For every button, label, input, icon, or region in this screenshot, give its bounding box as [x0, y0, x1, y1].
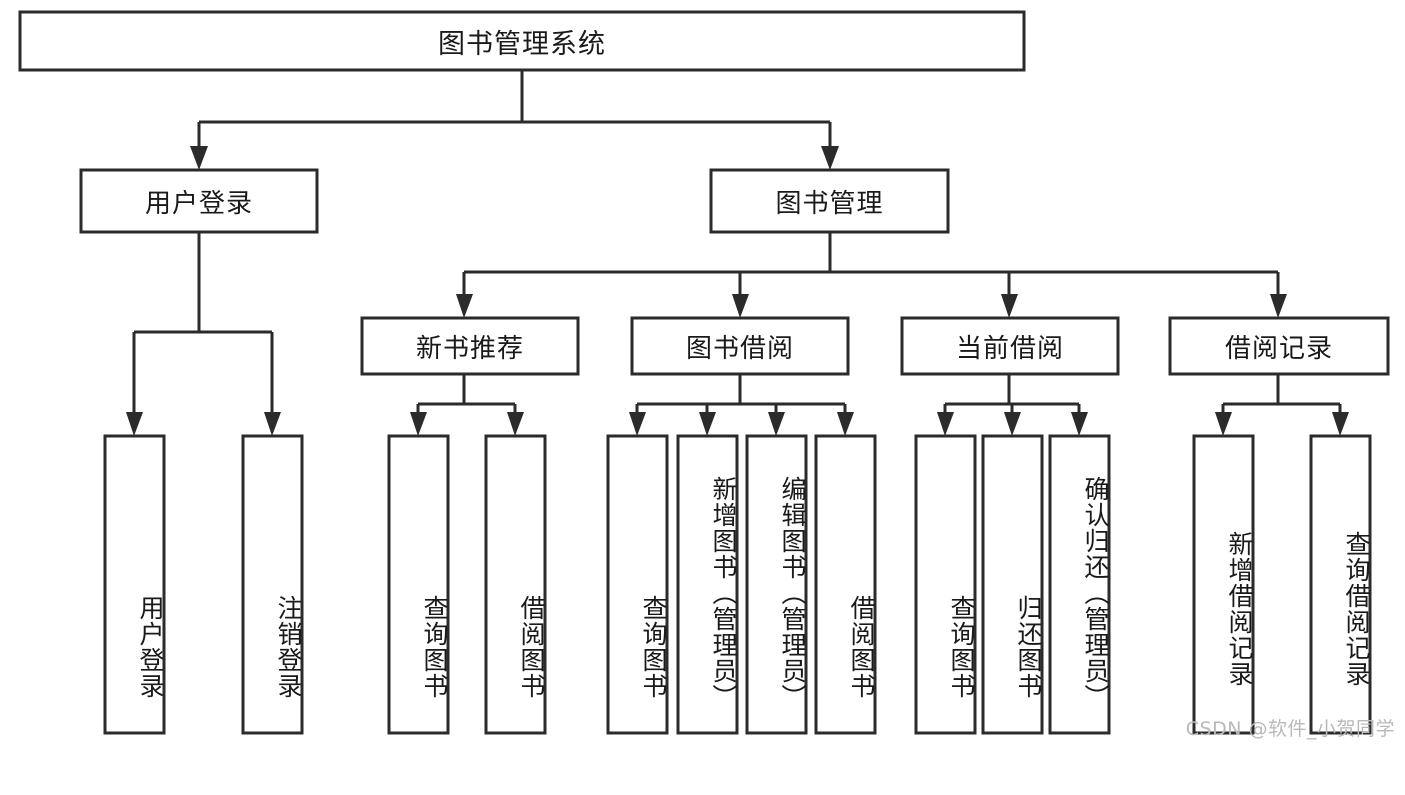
node-box-leaf-cb-2[interactable] — [981, 434, 1044, 735]
node-box-leaf-bb-1[interactable] — [606, 434, 669, 735]
connector-group-currentborrow-to-leaves — [937, 374, 1088, 436]
connector-group-borrowrecord-to-leaves — [1215, 374, 1349, 436]
node-box-leaf-cb-1[interactable] — [914, 434, 977, 735]
node-box-book-borrow[interactable] — [630, 316, 850, 376]
arrow-head-cb-2 — [1004, 412, 1021, 436]
connector-group-newbook-to-leaves — [410, 374, 524, 436]
node-box-leaf-nb-1[interactable] — [387, 434, 450, 735]
arrow-head-ul-2 — [264, 412, 281, 436]
connector-group-bookborrow-to-leaves — [629, 374, 854, 436]
node-box-current-borrow[interactable] — [900, 316, 1120, 376]
node-box-new-book-recommend[interactable] — [360, 316, 580, 376]
node-box-leaf-ul-2[interactable] — [241, 434, 304, 735]
node-box-root[interactable] — [18, 10, 1026, 72]
node-box-leaf-bb-4[interactable] — [814, 434, 877, 735]
arrow-head-bb-4 — [837, 412, 854, 436]
arrow-head-nb-1 — [410, 412, 427, 436]
node-box-leaf-br-2[interactable] — [1309, 434, 1372, 735]
arrow-head-user-login — [190, 146, 208, 170]
arrow-head-l3-2 — [732, 294, 749, 318]
arrow-head-cb-3 — [1071, 412, 1088, 436]
arrow-head-br-2 — [1332, 412, 1349, 436]
arrow-head-bb-1 — [629, 412, 646, 436]
connector-group-root-to-level2 — [190, 70, 839, 170]
node-box-leaf-bb-3[interactable] — [745, 434, 808, 735]
flowchart-canvas: 图书管理系统 用户登录 图书管理 新书推荐 图书借阅 当前借阅 借阅记录 用户登… — [18, 10, 1394, 740]
connector-group-userlogin-to-leaves — [126, 232, 281, 436]
arrow-head-bb-2 — [699, 412, 716, 436]
node-box-leaf-br-1[interactable] — [1192, 434, 1255, 735]
arrow-head-br-1 — [1215, 412, 1232, 436]
arrow-head-book-manage — [821, 146, 839, 170]
connector-group-bookmanage-to-level3 — [456, 232, 1287, 318]
node-box-borrow-record[interactable] — [1168, 316, 1390, 376]
node-box-user-login[interactable] — [79, 168, 319, 234]
node-box-leaf-bb-2[interactable] — [676, 434, 739, 735]
arrow-head-l3-3 — [1001, 294, 1018, 318]
arrow-head-nb-2 — [507, 412, 524, 436]
arrow-head-l3-1 — [456, 294, 473, 318]
arrow-head-ul-1 — [126, 412, 143, 436]
arrow-head-cb-1 — [937, 412, 954, 436]
node-box-leaf-ul-1[interactable] — [103, 434, 166, 735]
flowchart-svg — [18, 10, 1390, 735]
node-box-leaf-cb-3[interactable] — [1048, 434, 1111, 735]
arrow-head-l3-4 — [1270, 294, 1287, 318]
arrow-head-bb-3 — [768, 412, 785, 436]
node-box-book-manage[interactable] — [709, 168, 950, 234]
node-box-leaf-nb-2[interactable] — [484, 434, 547, 735]
